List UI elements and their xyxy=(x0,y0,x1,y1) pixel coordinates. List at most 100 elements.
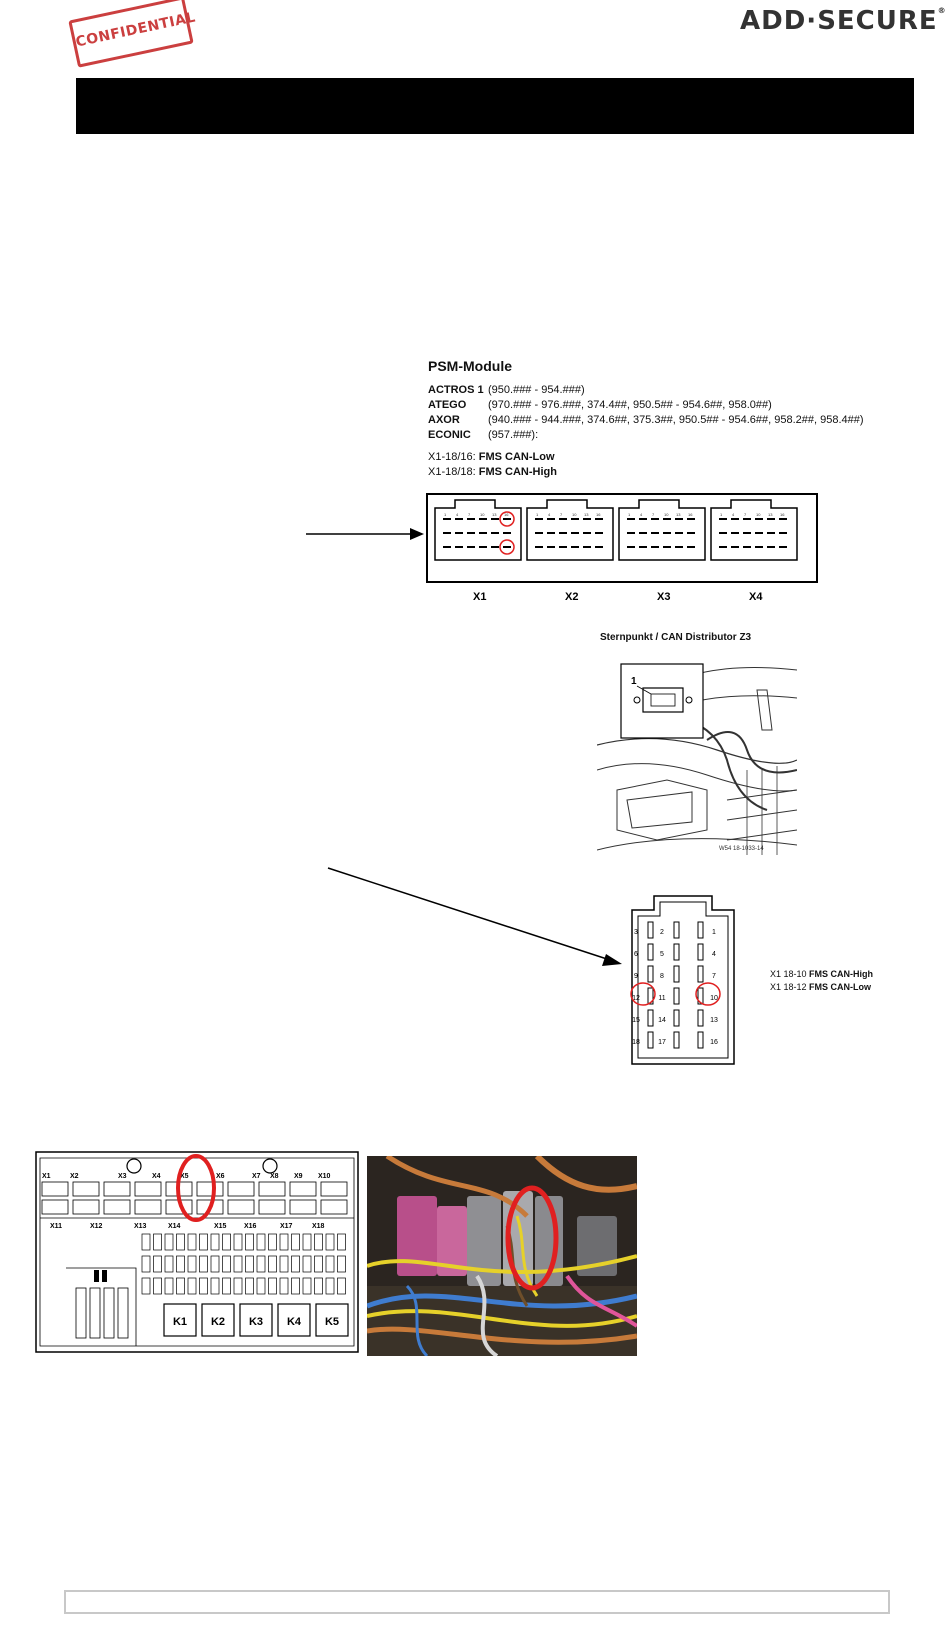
z3-pin-number: 3 xyxy=(634,929,638,936)
connector-pin xyxy=(651,532,659,534)
fuse xyxy=(199,1233,208,1251)
pin-number: 10 xyxy=(572,512,577,517)
relay-label: K2 xyxy=(211,1316,225,1328)
fuse xyxy=(176,1277,185,1295)
fuse-box-connector xyxy=(72,1199,100,1215)
connector-pin xyxy=(639,532,647,534)
z3-pin-number: 4 xyxy=(712,951,716,958)
pin-number: 10 xyxy=(756,512,761,517)
arrow-to-z3 xyxy=(327,867,622,966)
connector-pin xyxy=(651,518,659,520)
z3-pin-number: 16 xyxy=(710,1039,718,1046)
z3-pin-slot xyxy=(647,1009,654,1027)
connector-pin xyxy=(535,518,543,520)
fuse xyxy=(337,1233,346,1251)
z3-pin-number: 7 xyxy=(712,973,716,980)
z3-pin-number: 12 xyxy=(632,995,640,1002)
connector-pin xyxy=(503,546,511,548)
fuse-box-connector xyxy=(196,1181,224,1197)
connector-pin xyxy=(779,532,787,534)
pin-signal: FMS CAN-Low xyxy=(478,451,555,463)
connector-pin xyxy=(547,532,555,534)
connector-pin xyxy=(443,532,451,534)
z3-highlight-10 xyxy=(695,982,721,1006)
relay xyxy=(201,1303,235,1337)
connector-pin xyxy=(443,518,451,520)
z3-pin-slot xyxy=(697,987,704,1005)
connector-pin xyxy=(755,532,763,534)
z3-label: Sternpunkt / CAN Distributor Z3 xyxy=(600,632,752,643)
connector-pin xyxy=(583,532,591,534)
connector-pin xyxy=(651,546,659,548)
z3-note-signal: FMS CAN-High xyxy=(809,969,874,979)
pin-number: 10 xyxy=(480,512,485,517)
z3-pin-number: 6 xyxy=(634,951,638,958)
fuse-box-label-bottom: X18 xyxy=(312,1223,325,1230)
connector-pin xyxy=(731,546,739,548)
fuse xyxy=(256,1277,266,1295)
model-codes: (950.### - 954.###) xyxy=(488,384,585,396)
fuse xyxy=(245,1255,254,1273)
connector-pin xyxy=(627,518,635,520)
fuse-box-connector xyxy=(103,1181,131,1197)
z3-pin-slot xyxy=(673,1009,680,1027)
addsecure-logo: ADD·SECURE® xyxy=(740,6,946,46)
highlight-pin-18 xyxy=(499,539,515,555)
z3-pin-slot xyxy=(673,965,680,983)
pin-note: X1-18/16: FMS CAN-Low xyxy=(428,451,555,463)
pin-number: 16 xyxy=(504,512,509,517)
pin-number: 7 xyxy=(652,512,655,517)
z3-pin-number: 5 xyxy=(660,951,664,958)
fuse-box-label-top: X10 xyxy=(318,1173,331,1180)
z3-pin-slot xyxy=(647,965,654,983)
pin-number: 4 xyxy=(732,512,735,517)
connector-pin xyxy=(583,546,591,548)
fuse xyxy=(222,1277,231,1295)
z3-pin-slot xyxy=(647,987,654,1005)
fuse-box-label-bottom: X14 xyxy=(168,1223,181,1230)
connector-pin xyxy=(583,518,591,520)
z3-figure-code: W54 18-1033-14 xyxy=(719,846,764,852)
connector-label: X4 xyxy=(749,591,763,603)
connector-label: X1 xyxy=(473,591,486,603)
connector-pin xyxy=(743,532,751,534)
psm-model-row: ACTROS 1(950.### - 954.###) xyxy=(428,384,585,396)
connector-pin xyxy=(767,532,775,534)
pin-number: 7 xyxy=(560,512,563,517)
connector-pin xyxy=(663,532,671,534)
z3-callout-number: 1 xyxy=(631,676,637,687)
z3-note-line: X1 18-12 FMS CAN-Low xyxy=(770,981,873,994)
z3-pin-slot xyxy=(697,965,704,983)
fuse-box-connector xyxy=(41,1199,69,1215)
fuse xyxy=(291,1233,300,1251)
connector-pin xyxy=(767,518,775,520)
connector-block xyxy=(618,499,706,561)
pin-number: 4 xyxy=(640,512,643,517)
z3-pin-slot xyxy=(673,943,680,961)
model-codes: (957.###): xyxy=(488,429,539,441)
pin-signal: FMS CAN-High xyxy=(478,466,557,478)
fuse xyxy=(164,1255,174,1273)
fuse xyxy=(210,1233,220,1251)
fuse xyxy=(256,1255,266,1273)
pin-number: 13 xyxy=(584,512,589,517)
fuse-box-connector xyxy=(320,1199,348,1215)
fuse xyxy=(187,1255,197,1273)
connector-pin xyxy=(719,532,727,534)
fuse xyxy=(337,1277,346,1295)
fuse-box-connector xyxy=(103,1199,131,1215)
connector-pin xyxy=(491,532,499,534)
z3-pin-notes: X1 18-10 FMS CAN-High X1 18-12 FMS CAN-L… xyxy=(770,968,873,994)
z3-pin-slot xyxy=(697,943,704,961)
connector-pin xyxy=(743,546,751,548)
connector-pin xyxy=(595,532,603,534)
pin-id: X1-18/16: xyxy=(428,451,476,463)
z3-note-signal: FMS CAN-Low xyxy=(809,982,872,992)
connector-label: X3 xyxy=(657,591,670,603)
z3-pin-slot xyxy=(647,921,654,939)
connector-pin xyxy=(535,546,543,548)
fuse xyxy=(210,1255,220,1273)
model-name: ECONIC xyxy=(428,429,471,441)
connector-pin xyxy=(767,546,775,548)
z3-pin-number: 10 xyxy=(710,995,718,1002)
